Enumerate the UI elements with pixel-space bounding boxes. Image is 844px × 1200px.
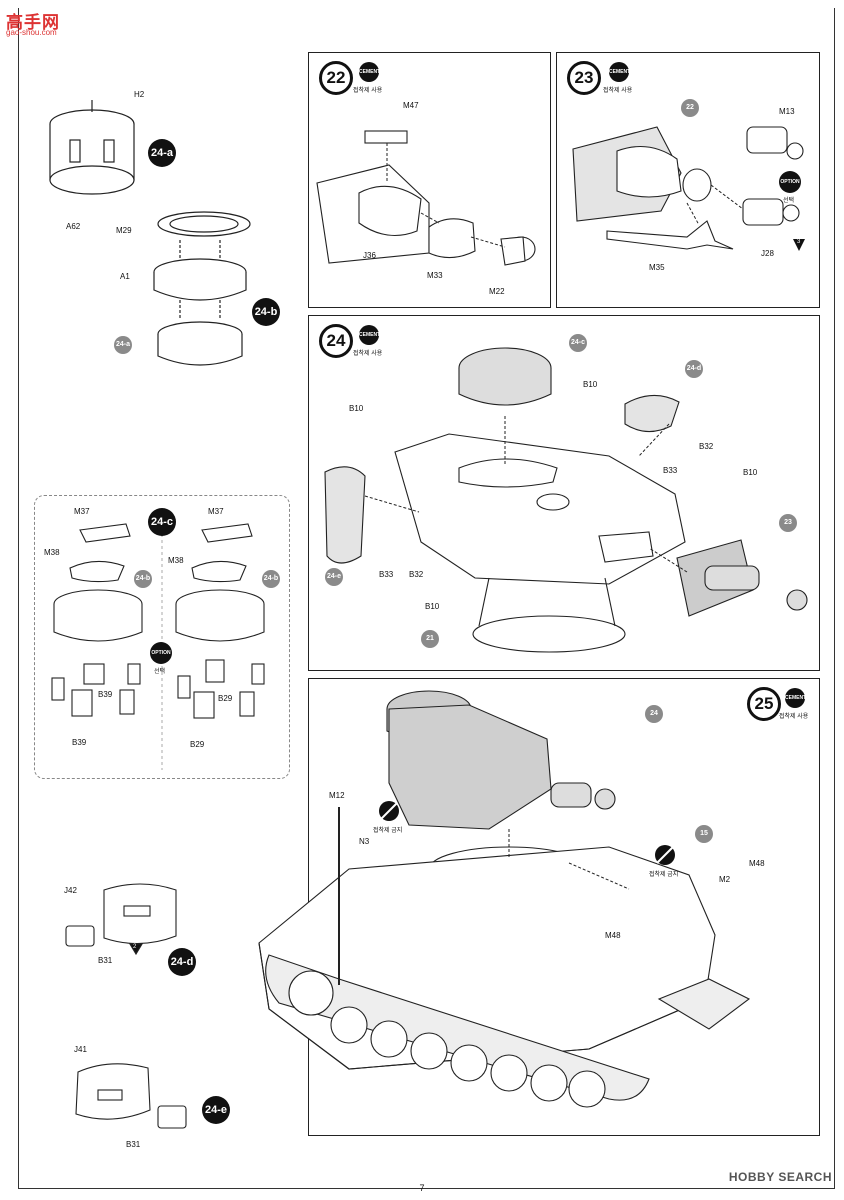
badge-24b: 24-b [252, 298, 280, 326]
label-b29-b: B29 [190, 740, 205, 749]
option-caption: 선택 [154, 669, 166, 675]
step-23-number: 23 [567, 61, 601, 95]
option-caption: 선택 [783, 198, 795, 204]
label-b33-b: B33 [379, 570, 394, 579]
option-icon: OPTION [779, 171, 801, 193]
label-b10-d: B10 [425, 602, 440, 611]
label-b31-e: B31 [126, 1140, 141, 1149]
ref-21: 21 [421, 630, 439, 648]
label-m47: M47 [403, 101, 419, 110]
label-b39-b: B39 [72, 738, 87, 747]
label-m13: M13 [779, 107, 795, 116]
label-m37-a: M37 [74, 507, 90, 516]
badge-24d: 24-d [168, 948, 196, 976]
label-m37-b: M37 [208, 507, 224, 516]
label-m35: M35 [649, 263, 665, 272]
ref-15: 15 [695, 825, 713, 843]
label-m33: M33 [427, 271, 443, 280]
cement-icon: CEMENT [609, 62, 630, 82]
ref-22: 22 [681, 99, 699, 117]
label-b32-b: B32 [409, 570, 424, 579]
label-b33-a: B33 [663, 466, 678, 475]
step-23-panel: 23 CEMENT 접착제 사용 22 M13 OPTION 선택 J28 M3… [556, 52, 820, 308]
label-m48-a: M48 [749, 859, 765, 868]
label-m29: M29 [116, 226, 132, 235]
no-cement-symbol [379, 801, 399, 821]
page-number: 7 [419, 1183, 425, 1193]
ref-24b-a: 24-b [134, 570, 152, 588]
label-b10-a: B10 [583, 380, 598, 389]
label-m12: M12 [329, 791, 345, 800]
no-cement-symbol [655, 845, 675, 865]
step-25-panel: 25 CEMENT 접착제 사용 [258, 678, 820, 1136]
label-b10-c: B10 [743, 468, 758, 477]
label-a1: A1 [120, 272, 130, 281]
cement-icon: CEMENT [359, 325, 380, 345]
step-22-drawing [316, 130, 536, 266]
step-ref-2: 2 [133, 944, 137, 950]
option-icon: OPTION [150, 642, 172, 664]
cement-caption: 접착제 사용 [353, 351, 383, 357]
ref-24c: 24-c [569, 334, 587, 352]
label-b32-a: B32 [699, 442, 714, 451]
label-n3: N3 [359, 837, 370, 846]
label-j28: J28 [761, 249, 774, 258]
step-23-drawing [572, 126, 805, 251]
step-25-tank-drawing [258, 690, 751, 1108]
label-m2: M2 [719, 875, 731, 884]
step-25-number: 25 [747, 687, 781, 721]
ref-23: 23 [779, 514, 797, 532]
subassembly-24c-box [34, 495, 290, 779]
ref-24d: 24-d [685, 360, 703, 378]
cement-caption: 접착제 사용 [779, 714, 809, 720]
cement-caption: 접착제 사용 [603, 88, 633, 94]
step-ref-3: 3 [797, 239, 801, 245]
step-22-panel: 22 CEMENT 접착제 사용 M47 J36 M33 M22 [308, 52, 551, 308]
no-cement-caption: 접착제 금지 [649, 872, 679, 878]
site-logo-text: 高手网 [6, 13, 60, 32]
step-24-number: 24 [319, 324, 353, 358]
watermark: HOBBY SEARCH [728, 1170, 832, 1184]
label-m22: M22 [489, 287, 505, 296]
label-m48-b: M48 [605, 931, 621, 940]
site-logo-url: gao-shou.com [6, 28, 57, 37]
page-frame [18, 8, 835, 1189]
step-24-drawing [324, 347, 808, 653]
badge-24a: 24-a [148, 139, 176, 167]
cement-icon: CEMENT [785, 688, 806, 708]
no-cement-caption: 접착제 금지 [373, 828, 403, 834]
label-b29-a: B29 [218, 694, 233, 703]
label-j36: J36 [363, 251, 376, 260]
label-m38-a: M38 [44, 548, 60, 557]
ref-24e: 24-e [325, 568, 343, 586]
cement-icon: CEMENT [359, 62, 380, 82]
cement-caption: 접착제 사용 [353, 88, 383, 94]
ref-24: 24 [645, 705, 663, 723]
badge-24c: 24-c [148, 508, 176, 536]
label-b31-d: B31 [98, 956, 113, 965]
ref-24b-b: 24-b [262, 570, 280, 588]
ref-24a: 24-a [114, 336, 132, 354]
site-logo: 高手网 gao-shou.com [6, 8, 66, 42]
label-h2: H2 [134, 90, 145, 99]
label-a62: A62 [66, 222, 81, 231]
label-b10-b: B10 [349, 404, 364, 413]
label-m38-b: M38 [168, 556, 184, 565]
label-j42: J42 [64, 886, 77, 895]
label-b39-a: B39 [98, 690, 113, 699]
badge-24e: 24-e [202, 1096, 230, 1124]
step-24-panel: 24 CEMENT 접착제 사용 24-c 24-d 24-e B10 [308, 315, 820, 671]
label-j41: J41 [74, 1045, 87, 1054]
step-22-number: 22 [319, 61, 353, 95]
